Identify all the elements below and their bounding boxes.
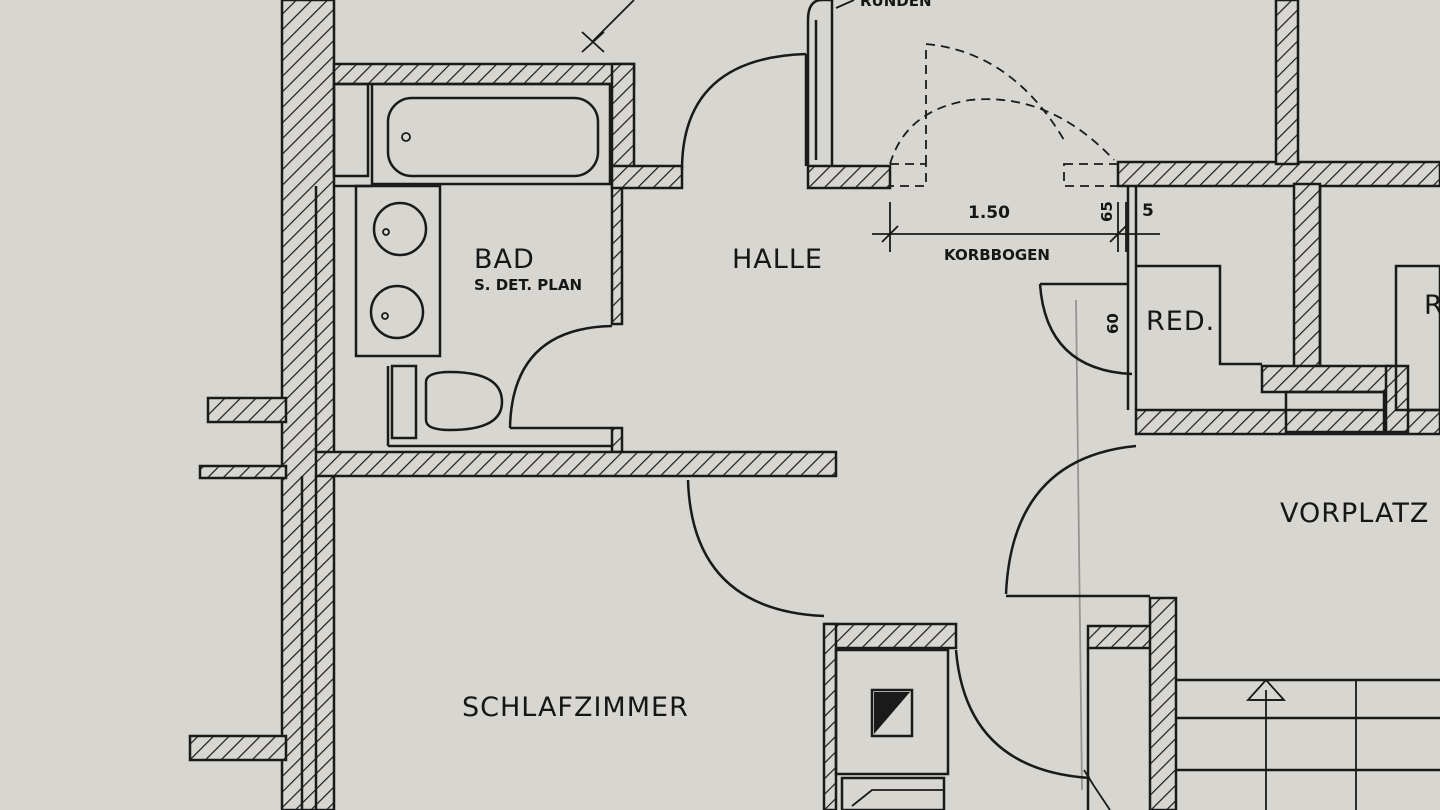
room-note-bad: S. DET. PLAN (474, 276, 582, 294)
wall-lower-right-top (1086, 624, 1154, 650)
stove-symbol (870, 688, 914, 738)
wall-stub-left-2 (198, 464, 288, 480)
wall-stub-left-3 (188, 734, 288, 762)
room-label-schlafzimmer: SCHLAFZIMMER (462, 692, 689, 723)
room-label-partial-right: R (1424, 290, 1440, 321)
wall-bath-bottom (314, 450, 838, 478)
wall-hall-top-mid (806, 164, 892, 190)
wall-bath-top (332, 62, 636, 86)
wall-vertical-right (1292, 182, 1322, 370)
room-label-bad: BAD (474, 244, 535, 275)
toilet (386, 364, 612, 448)
room-label-vorplatz: VORPLATZ (1280, 498, 1429, 529)
wall-lower-right (1148, 596, 1178, 810)
wall-hall-top-left (610, 164, 684, 190)
thin-lines (300, 0, 1440, 810)
wall-top-right (1116, 160, 1440, 188)
wall-lower-middle-left (822, 622, 838, 810)
bathtub (386, 96, 600, 178)
annotation-top-partial: RUNDEN (860, 0, 932, 10)
dimension-width-main: 1.50 (968, 203, 1010, 223)
wall-bath-right-lower (610, 182, 624, 326)
annotation-korbbogen: KORBBOGEN (944, 246, 1050, 264)
wall-left-exterior (280, 0, 336, 810)
wall-stub-left-1 (206, 396, 288, 424)
dimension-door-width: 60 (1104, 313, 1122, 334)
room-label-halle: HALLE (732, 244, 823, 275)
wall-bath-right-stub (610, 426, 624, 454)
dimension-width-small: 65 (1098, 201, 1116, 222)
room-label-red: RED. (1146, 306, 1215, 337)
wall-lower-middle (824, 622, 958, 650)
walls (188, 0, 1440, 810)
doors (508, 43, 1137, 787)
wall-step (1260, 364, 1394, 394)
dimension-width-right: 5 (1142, 201, 1154, 221)
double-sink (354, 184, 442, 358)
wall-vertical-top-right (1274, 0, 1300, 166)
